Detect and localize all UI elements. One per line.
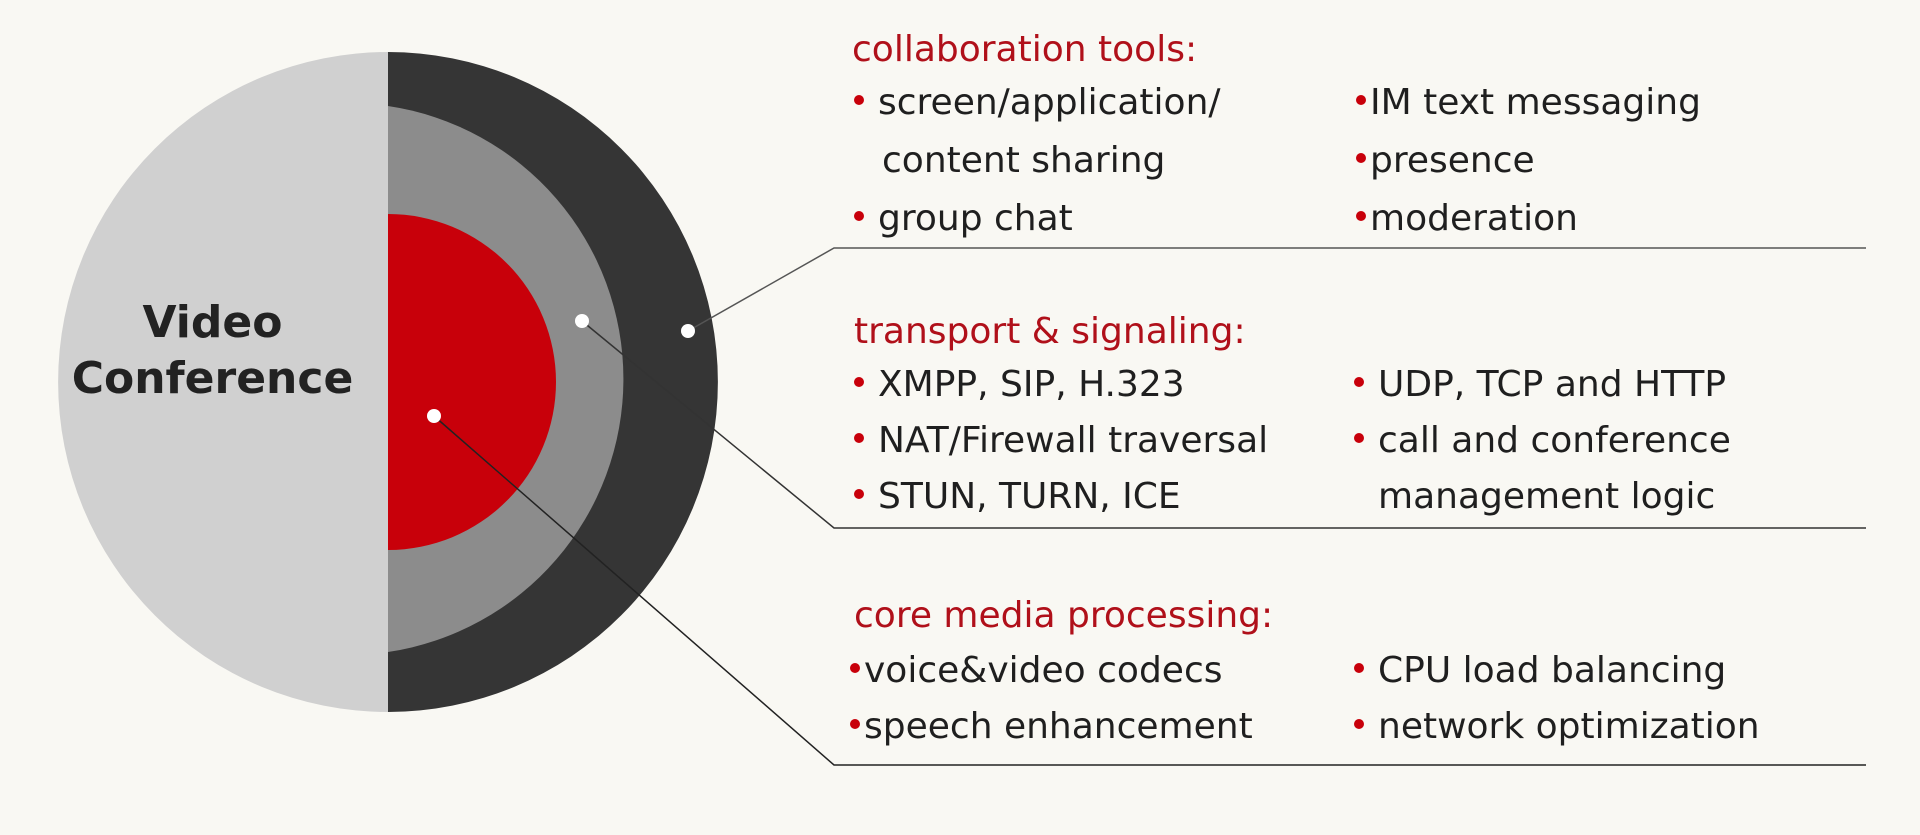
center-title-line1: Video xyxy=(142,297,283,348)
bullet-icon xyxy=(1354,663,1364,673)
bullet-icon xyxy=(854,95,864,105)
bullet-icon xyxy=(1354,719,1364,729)
item-text: XMPP, SIP, H.323 xyxy=(878,364,1185,405)
heading-collaboration-tools: collaboration tools: xyxy=(852,29,1198,70)
item-text: screen/application/ xyxy=(878,82,1221,123)
bullet-icon xyxy=(854,377,864,387)
bullet-icon xyxy=(854,489,864,499)
bullet-icon xyxy=(1354,433,1364,443)
item-text: voice&video codecs xyxy=(864,650,1223,691)
list-item: NAT/Firewall traversal xyxy=(854,416,1268,466)
center-title: Video Conference xyxy=(60,295,365,407)
list-item: UDP, TCP and HTTP xyxy=(1354,360,1726,410)
marker-dot-middle xyxy=(575,314,589,328)
list-item: content sharing xyxy=(882,136,1165,186)
heading-transport-signaling: transport & signaling: xyxy=(854,311,1246,352)
connector-core xyxy=(433,415,1866,766)
bullet-icon xyxy=(1356,211,1366,221)
item-text: call and conference xyxy=(1378,420,1731,461)
list-item: call and conference xyxy=(1354,416,1731,466)
item-text: IM text messaging xyxy=(1370,82,1701,123)
item-text: STUN, TURN, ICE xyxy=(878,476,1181,517)
list-item: IM text messaging xyxy=(1356,78,1701,128)
list-item: XMPP, SIP, H.323 xyxy=(854,360,1185,410)
bullet-icon xyxy=(1356,153,1366,163)
list-item: voice&video codecs xyxy=(850,646,1223,696)
item-text: moderation xyxy=(1370,198,1578,239)
list-item: group chat xyxy=(854,194,1073,244)
list-item: network optimization xyxy=(1354,702,1760,752)
heading-core-media-processing: core media processing: xyxy=(854,595,1274,636)
item-text: content sharing xyxy=(882,140,1166,181)
list-item: moderation xyxy=(1356,194,1578,244)
center-title-line2: Conference xyxy=(71,353,354,404)
item-text: NAT/Firewall traversal xyxy=(878,420,1269,461)
bullet-icon xyxy=(850,719,860,729)
list-item: CPU load balancing xyxy=(1354,646,1726,696)
bullet-icon xyxy=(850,663,860,673)
marker-dot-core xyxy=(427,409,441,423)
connector-collaboration xyxy=(687,247,1866,332)
item-text: presence xyxy=(1370,140,1535,181)
item-text: group chat xyxy=(878,198,1073,239)
left-half-disc xyxy=(58,52,388,712)
bullet-icon xyxy=(854,211,864,221)
list-item: management logic xyxy=(1378,472,1715,522)
bullet-icon xyxy=(1356,95,1366,105)
item-text: CPU load balancing xyxy=(1378,650,1727,691)
list-item: presence xyxy=(1356,136,1535,186)
list-item: STUN, TURN, ICE xyxy=(854,472,1181,522)
bullet-icon xyxy=(1354,377,1364,387)
list-item: screen/application/ xyxy=(854,78,1221,128)
item-text: management logic xyxy=(1378,476,1716,517)
list-item: speech enhancement xyxy=(850,702,1253,752)
marker-dot-outer xyxy=(681,324,695,338)
connector-transport xyxy=(581,320,1866,529)
item-text: UDP, TCP and HTTP xyxy=(1378,364,1727,405)
bullet-icon xyxy=(854,433,864,443)
item-text: speech enhancement xyxy=(864,706,1253,747)
inner-core xyxy=(388,214,556,550)
item-text: network optimization xyxy=(1378,706,1760,747)
